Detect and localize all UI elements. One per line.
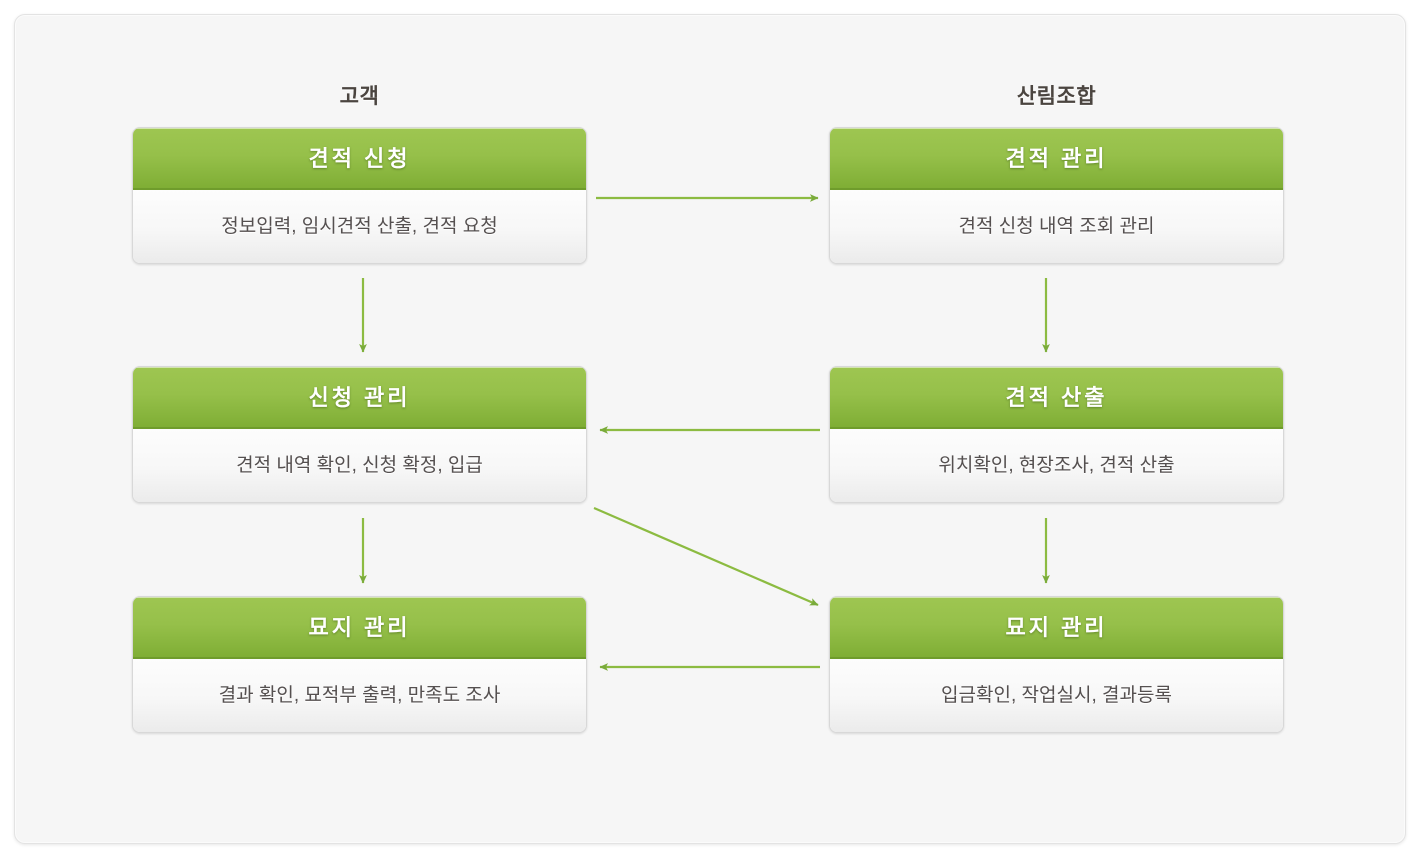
process-box-detail: 견적 내역 확인, 신청 확정, 입급 bbox=[133, 429, 586, 502]
process-box-title: 신청 관리 bbox=[133, 367, 586, 429]
process-box-detail: 위치확인, 현장조사, 견적 산출 bbox=[830, 429, 1283, 502]
column-title-customer: 고객 bbox=[339, 85, 380, 108]
process-box-detail: 입금확인, 작업실시, 결과등록 bbox=[830, 659, 1283, 732]
process-box-title: 견적 관리 bbox=[830, 128, 1283, 190]
process-box-cemetery-management-customer[interactable]: 묘지 관리 결과 확인, 묘적부 출력, 만족도 조사 bbox=[132, 596, 587, 733]
process-box-cemetery-management-coop[interactable]: 묘지 관리 입금확인, 작업실시, 결과등록 bbox=[829, 596, 1284, 733]
process-box-title: 묘지 관리 bbox=[133, 597, 586, 659]
process-box-application-management[interactable]: 신청 관리 견적 내역 확인, 신청 확정, 입급 bbox=[132, 366, 587, 503]
process-box-detail: 정보입력, 임시견적 산출, 견적 요청 bbox=[133, 190, 586, 263]
process-box-detail: 견적 신청 내역 조회 관리 bbox=[830, 190, 1283, 263]
process-box-quote-calculation[interactable]: 견적 산출 위치확인, 현장조사, 견적 산출 bbox=[829, 366, 1284, 503]
process-box-title: 견적 신청 bbox=[133, 128, 586, 190]
column-title-forestry-cooperative: 산림조합 bbox=[1016, 85, 1097, 108]
process-box-quote-management[interactable]: 견적 관리 견적 신청 내역 조회 관리 bbox=[829, 127, 1284, 264]
process-box-quote-request[interactable]: 견적 신청 정보입력, 임시견적 산출, 견적 요청 bbox=[132, 127, 587, 264]
process-box-title: 묘지 관리 bbox=[830, 597, 1283, 659]
process-box-title: 견적 산출 bbox=[830, 367, 1283, 429]
process-box-detail: 결과 확인, 묘적부 출력, 만족도 조사 bbox=[133, 659, 586, 732]
